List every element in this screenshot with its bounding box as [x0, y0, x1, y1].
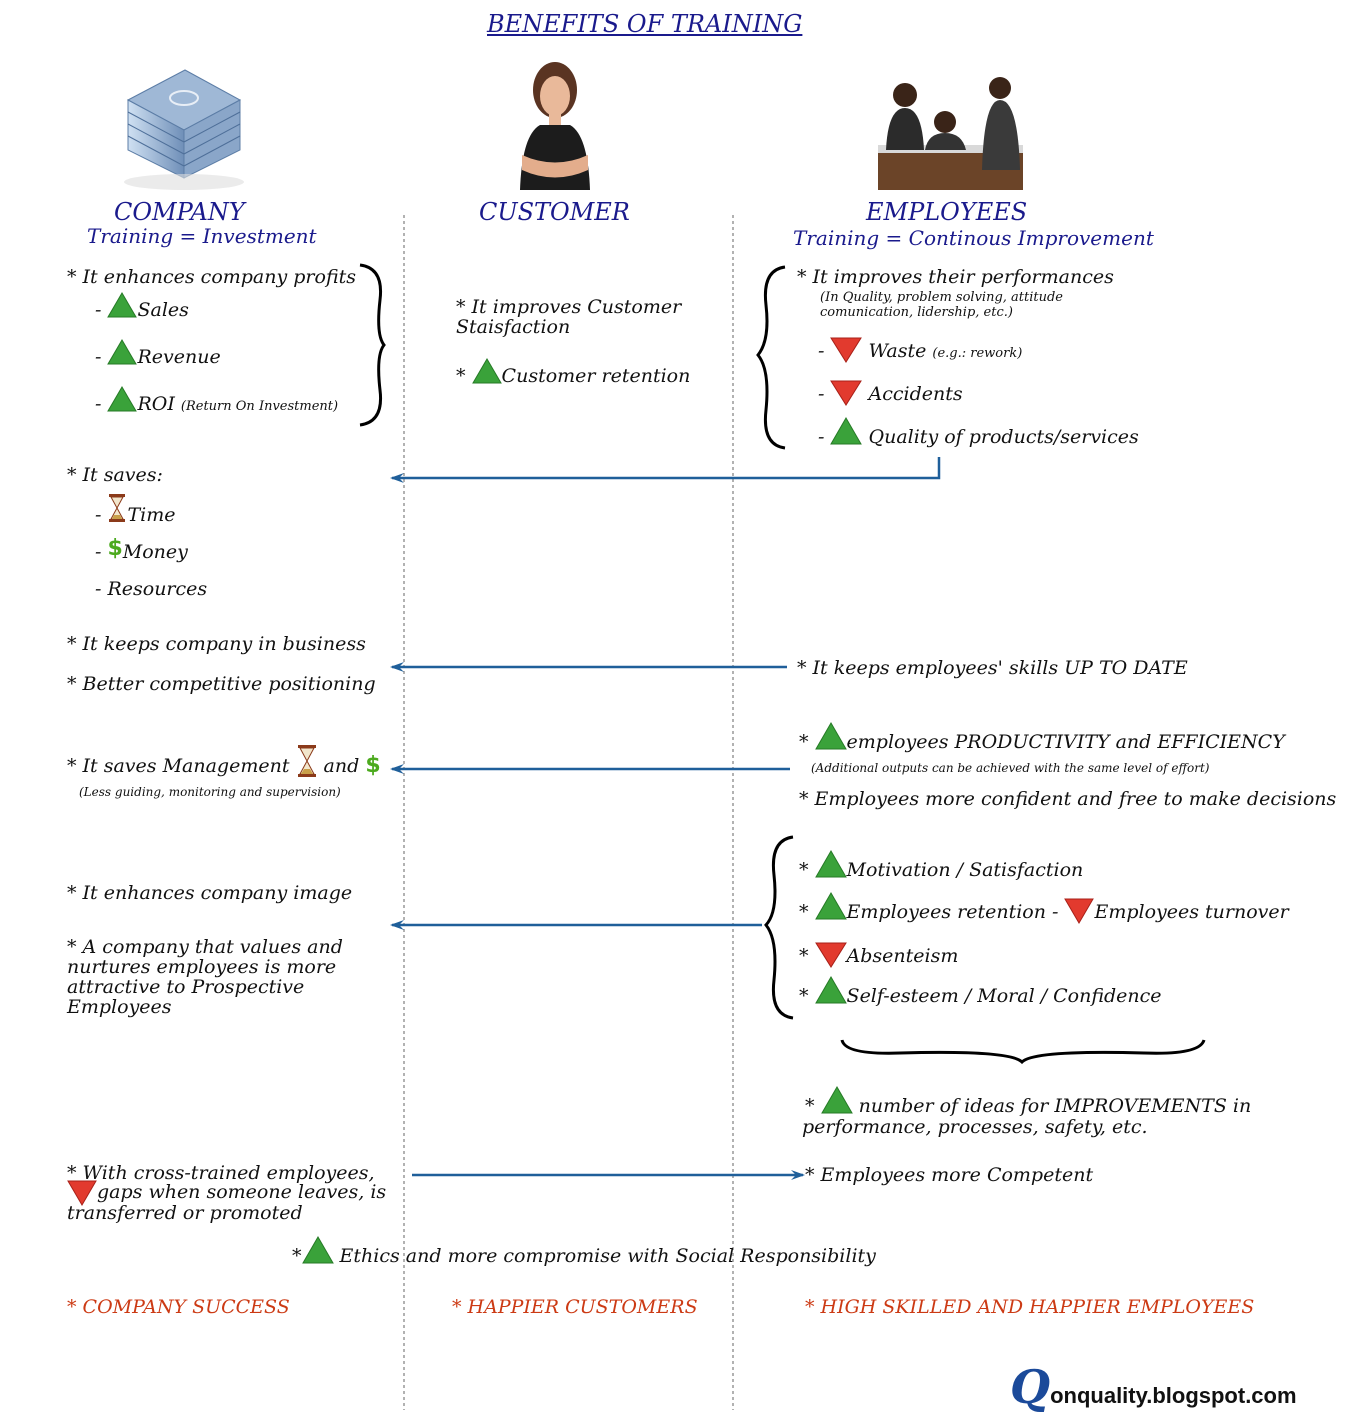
employees-retention-item: * Employees retention - Employees turnov…	[799, 892, 1289, 924]
company-time-item: - Time	[95, 493, 175, 526]
productivity-label: employees PRODUCTIVITY and EFFICIENCY	[846, 731, 1285, 753]
revenue-label: Revenue	[137, 346, 221, 368]
green-up-triangle-icon	[107, 339, 138, 365]
ideas-label: number of ideas for IMPROVEMENTS in	[858, 1095, 1252, 1117]
selfesteem-label: Self-esteem / Moral / Confidence	[846, 985, 1162, 1007]
saves-management-label: * It saves Management	[67, 755, 290, 777]
company-profits: * It enhances company profits	[67, 266, 357, 288]
dollar-icon: $	[365, 753, 381, 778]
employees-absenteeism-item: * Absenteism	[799, 942, 958, 968]
employees-motivation-item: * Motivation / Satisfaction	[799, 850, 1083, 881]
company-revenue-item: - Revenue	[95, 339, 221, 368]
green-up-triangle-icon	[814, 722, 847, 750]
quality-label: Quality of products/services	[868, 426, 1139, 448]
site-url: onquality.blogspot.com	[1050, 1383, 1297, 1408]
red-down-triangle-icon	[830, 380, 863, 406]
company-attractive: * A company that values and nurtures emp…	[67, 936, 343, 1018]
waste-note: (e.g.: rework)	[932, 346, 1023, 361]
employees-accidents-item: - Accidents	[818, 380, 963, 406]
turnover-label: Employees turnover	[1094, 901, 1289, 923]
hourglass-icon	[297, 745, 316, 777]
gaps-label: gaps when someone leaves, is	[97, 1181, 387, 1203]
employees-performance: * It improves their performances	[797, 266, 1114, 288]
company-subheading: Training = Investment	[87, 224, 317, 248]
company-saves-management: * It saves Management and $	[67, 744, 381, 778]
green-up-triangle-icon	[301, 1236, 334, 1264]
time-label: Time	[127, 504, 176, 526]
employees-skills: * It keeps employees' skills UP TO DATE	[797, 657, 1188, 679]
employees-heading: EMPLOYEES	[866, 198, 1028, 226]
green-up-triangle-icon	[814, 850, 847, 878]
company-competitive: * Better competitive positioning	[67, 673, 376, 695]
company-saves: * It saves:	[67, 464, 163, 486]
company-business: * It keeps company in business	[67, 633, 366, 655]
site-logo: Qonquality.blogspot.com	[1010, 1360, 1297, 1414]
roi-label: ROI	[137, 393, 175, 415]
employees-group-icon	[878, 77, 1023, 190]
customer-woman-icon	[520, 62, 590, 190]
ethics-label: Ethics and more compromise with Social R…	[339, 1245, 876, 1267]
company-cross-trained: * With cross-trained employees,	[67, 1162, 375, 1184]
money-label: Money	[122, 541, 188, 563]
management-note: (Less guiding, monitoring and supervisio…	[79, 785, 341, 799]
employees-confident: * Employees more confident and free to m…	[799, 788, 1337, 810]
company-resources: - Resources	[95, 578, 208, 600]
customer-satisfaction: * It improves Customer Staisfaction	[456, 296, 682, 338]
customer-retention-label: Customer retention	[501, 365, 691, 387]
logo-letter: Q	[1010, 1360, 1051, 1414]
and-label: and	[323, 755, 360, 777]
employees-productivity-item: * employees PRODUCTIVITY and EFFICIENCY	[799, 722, 1285, 753]
roi-note: (Return On Investment)	[180, 399, 339, 414]
green-up-triangle-icon	[814, 892, 847, 920]
brace-company-profits	[359, 263, 386, 427]
customer-heading: CUSTOMER	[479, 198, 630, 226]
customer-retention-item: * Customer retention	[456, 358, 690, 387]
absenteeism-label: Absenteism	[846, 945, 959, 967]
arrow-quality-to-saves	[390, 457, 941, 483]
employees-quality-item: - Quality of products/services	[818, 417, 1139, 448]
employees-ideas-continued: performance, processes, safety, etc.	[802, 1116, 1148, 1138]
red-down-triangle-icon	[1064, 898, 1095, 924]
employee-retention-label: Employees retention -	[846, 901, 1059, 923]
green-up-triangle-icon	[814, 976, 847, 1004]
brace-employee-motivation	[764, 835, 794, 1020]
company-heading: COMPANY	[114, 198, 245, 226]
page-title: BENEFITS OF TRAINING	[487, 10, 803, 38]
company-transferred: transferred or promoted	[67, 1202, 303, 1224]
employees-selfesteem-item: * Self-esteem / Moral / Confidence	[799, 976, 1162, 1007]
sales-label: Sales	[137, 299, 189, 321]
productivity-note: (Additional outputs can be achieved with…	[811, 761, 1210, 775]
green-up-triangle-icon	[107, 386, 138, 412]
green-up-triangle-icon	[820, 1086, 853, 1114]
employees-competent: * Employees more Competent	[805, 1164, 1094, 1186]
building-icon	[124, 69, 244, 190]
accidents-label: Accidents	[868, 383, 963, 405]
employees-ideas-item: * number of ideas for IMPROVEMENTS in	[805, 1086, 1251, 1117]
brace-employee-performance	[756, 265, 786, 450]
green-up-triangle-icon	[830, 417, 863, 445]
company-image: * It enhances company image	[67, 882, 353, 904]
dollar-icon: $	[107, 536, 123, 561]
performance-note: (In Quality, problem solving, attitude c…	[820, 290, 1063, 320]
company-roi-item: - ROI (Return On Investment)	[95, 386, 338, 415]
red-down-triangle-icon	[67, 1180, 97, 1206]
red-down-triangle-icon	[814, 942, 847, 968]
brace-horizontal	[840, 1039, 1206, 1065]
hourglass-icon	[109, 494, 126, 522]
employees-waste-item: - Waste (e.g.: rework)	[818, 337, 1022, 363]
company-money-item: - $Money	[95, 536, 188, 563]
company-sales-item: - Sales	[95, 292, 189, 321]
waste-label: Waste	[868, 340, 927, 362]
company-success: * COMPANY SUCCESS	[67, 1296, 290, 1318]
ethics-item: * Ethics and more compromise with Social…	[292, 1236, 876, 1267]
motivation-label: Motivation / Satisfaction	[846, 859, 1084, 881]
company-gaps: gaps when someone leaves, is	[67, 1180, 386, 1206]
green-up-triangle-icon	[471, 358, 502, 384]
happier-employees: * HIGH SKILLED AND HAPPIER EMPLOYEES	[805, 1296, 1255, 1318]
red-down-triangle-icon	[830, 337, 863, 363]
happier-customers: * HAPPIER CUSTOMERS	[452, 1296, 698, 1318]
employees-subheading: Training = Continous Improvement	[793, 226, 1154, 250]
green-up-triangle-icon	[107, 292, 138, 318]
